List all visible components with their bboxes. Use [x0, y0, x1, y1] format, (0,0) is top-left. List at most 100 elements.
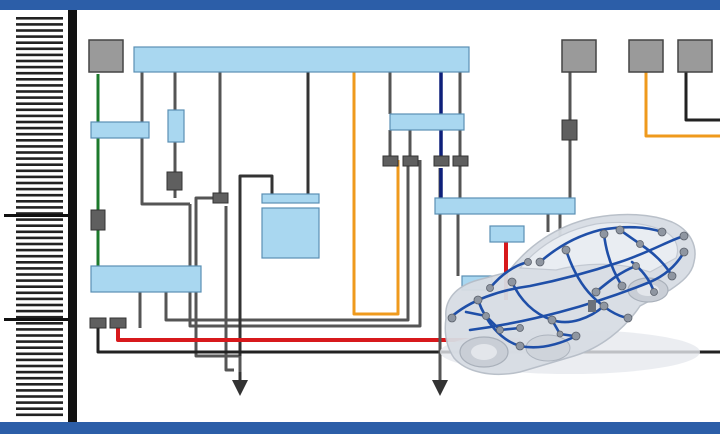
index-bar	[16, 41, 63, 44]
index-bar	[16, 297, 63, 301]
index-bar	[16, 273, 63, 276]
index-bar	[16, 78, 63, 81]
component-block	[90, 265, 202, 293]
component-block	[489, 225, 525, 243]
index-bar	[16, 291, 63, 295]
component-block	[261, 207, 320, 259]
index-bar	[16, 96, 63, 99]
index-bar	[16, 413, 63, 417]
index-bar	[16, 340, 63, 343]
index-bar	[16, 267, 63, 270]
index-bar	[16, 364, 63, 368]
harness-module	[588, 300, 596, 312]
index-bar	[16, 236, 63, 240]
index-bar	[16, 139, 63, 142]
black-wire-a	[238, 174, 274, 356]
index-bar	[16, 279, 63, 282]
connector	[90, 209, 106, 231]
index-bar	[16, 212, 63, 215]
gray-wire-e	[164, 160, 410, 322]
index-bar	[16, 29, 63, 32]
index-bar	[16, 181, 63, 185]
index-bar	[16, 132, 63, 136]
left-divider-bar	[68, 10, 77, 422]
index-bar	[16, 35, 63, 38]
car-wiring-harness-icon	[440, 213, 700, 376]
index-bar	[16, 200, 63, 203]
component-block	[434, 197, 576, 215]
wires	[96, 72, 720, 380]
harness-nodes	[447, 225, 689, 351]
connector	[382, 155, 399, 167]
index-bar	[16, 84, 63, 87]
index-bar	[16, 17, 63, 20]
connector	[433, 155, 450, 167]
index-bar	[16, 224, 63, 227]
component-block	[167, 109, 185, 143]
black-wire-right	[684, 72, 720, 122]
connector	[109, 317, 127, 329]
index-separator	[4, 318, 68, 321]
index-bar	[16, 322, 63, 325]
gray-loop-wire	[188, 160, 422, 328]
index-bar	[16, 53, 63, 57]
index-bar	[16, 401, 63, 404]
index-bar	[16, 65, 63, 69]
component-block	[90, 121, 150, 139]
main-module-bar	[133, 46, 470, 73]
index-bar	[16, 59, 63, 63]
index-bar	[16, 376, 63, 380]
device-box	[561, 39, 597, 73]
index-bar	[16, 114, 63, 118]
gray-ground-wire	[194, 196, 242, 380]
bottom-frame-bar	[0, 422, 720, 434]
connectors	[89, 119, 578, 329]
index-bar	[16, 71, 63, 75]
connector	[166, 171, 183, 191]
index-bar	[16, 145, 63, 148]
index-bar	[16, 248, 63, 252]
connector	[452, 155, 469, 167]
index-bar	[16, 352, 63, 356]
gray-wire-h	[388, 130, 412, 160]
connector	[212, 192, 229, 204]
gray-ground-wire-b	[224, 206, 234, 372]
index-bar	[16, 218, 63, 221]
index-bar	[16, 358, 63, 362]
index-bar	[16, 346, 63, 349]
red-wire	[116, 328, 520, 342]
gray-wire-a	[140, 72, 190, 206]
index-bar	[16, 90, 63, 93]
index-bar	[16, 23, 63, 26]
index-bar	[16, 261, 63, 264]
index-bar	[16, 169, 63, 173]
index-bar	[16, 193, 63, 197]
device-box	[628, 39, 664, 73]
device-box	[88, 39, 124, 73]
index-separator	[4, 214, 68, 217]
index-bar	[16, 230, 63, 234]
component-block	[389, 113, 465, 131]
connector	[402, 155, 419, 167]
index-bar	[16, 108, 63, 112]
index-bar	[16, 309, 63, 313]
index-bar	[16, 102, 63, 105]
index-bar	[16, 254, 63, 258]
devices	[88, 39, 713, 73]
index-bar	[16, 328, 63, 331]
ground-symbols	[232, 372, 448, 396]
index-bar	[16, 285, 63, 288]
index-bar	[16, 303, 63, 307]
device-box	[677, 39, 713, 73]
ground-arrow-icon	[432, 380, 448, 396]
orange-wire-right	[644, 72, 720, 138]
components	[90, 46, 576, 293]
car-hub	[471, 344, 497, 360]
index-bar	[16, 407, 63, 410]
index-bar	[16, 334, 63, 337]
orange-wire	[352, 72, 400, 316]
index-bars-icon	[4, 17, 68, 417]
index-bar	[16, 187, 63, 191]
